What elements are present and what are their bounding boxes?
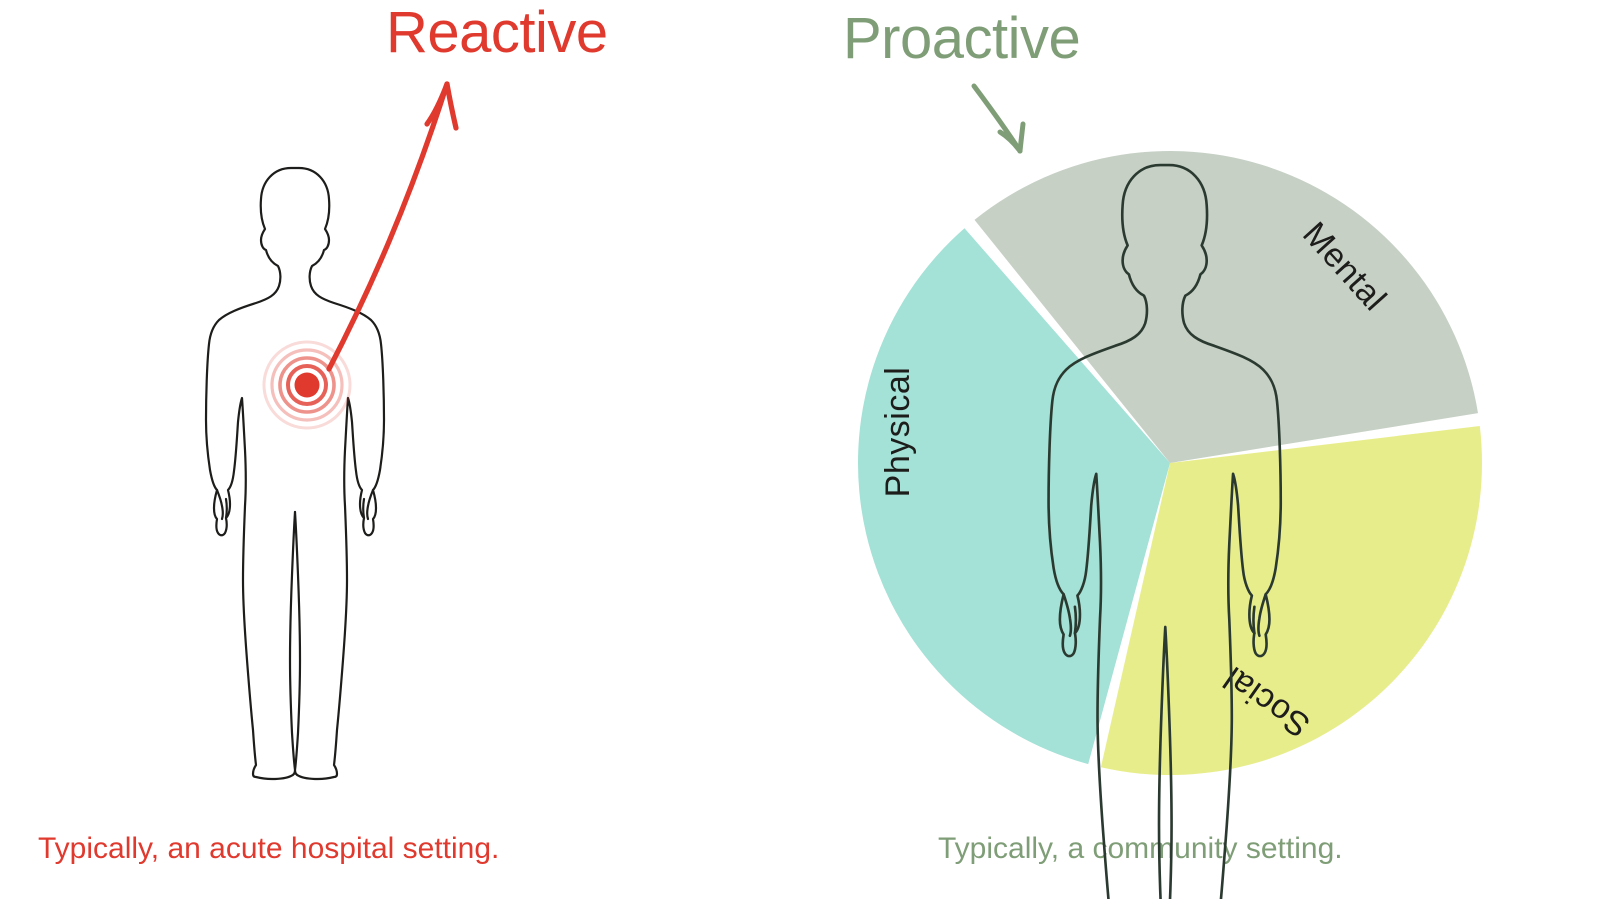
- reactive-caption: Typically, an acute hospital setting.: [38, 832, 500, 865]
- reactive-title: Reactive: [386, 0, 608, 65]
- pain-point: [262, 340, 352, 430]
- pie-slice-mental[interactable]: [1100, 426, 1483, 775]
- pie-slice-social[interactable]: [858, 228, 1170, 765]
- proactive-caption: Typically, a community setting.: [938, 832, 1343, 865]
- pie-slice-group: [858, 151, 1483, 775]
- pie-slice-physical[interactable]: [974, 151, 1478, 463]
- proactive-title: Proactive: [843, 6, 1081, 71]
- reactive-arrow: [326, 81, 459, 372]
- pie-label-physical: Physical: [879, 367, 917, 498]
- human-body-outline: [1047, 163, 1283, 899]
- human-body-outline: [204, 166, 386, 781]
- proactive-arrow: [971, 83, 1026, 154]
